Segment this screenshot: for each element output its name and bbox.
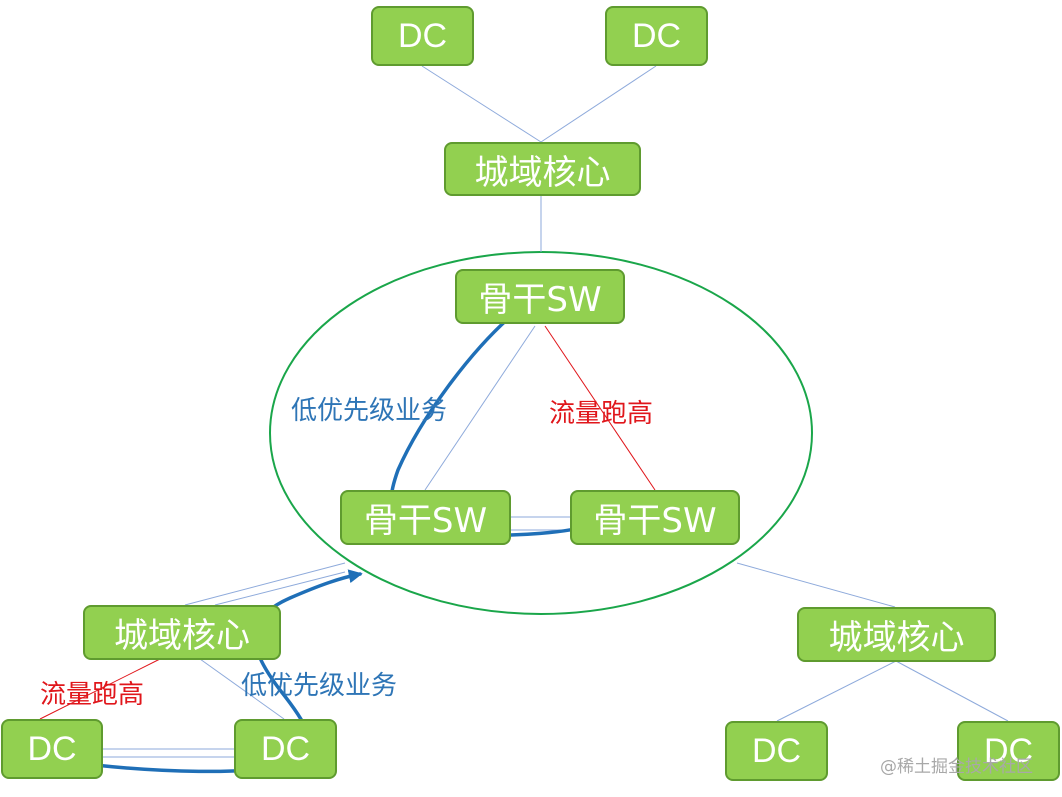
core-left: 城域核心 [83, 605, 281, 660]
link-core-right-ring [736, 562, 896, 608]
dc-bottom-left-2: DC [234, 719, 337, 779]
link-dc-top-right-core [540, 65, 657, 143]
dc-bottom-right-1: DC [725, 721, 828, 781]
label-traffic-high-left: 流量跑高 [40, 680, 145, 710]
links [102, 65, 1009, 758]
link-core-right-dc1 [776, 660, 897, 722]
core-right: 城域核心 [797, 607, 996, 662]
backbone-sw-right: 骨干SW [570, 490, 740, 545]
link-backbone-top-left [424, 325, 536, 491]
link-core-left-ring-2 [214, 571, 346, 606]
backbone-sw-top: 骨干SW [455, 269, 625, 324]
watermark: @稀土掘金技术社区 [880, 757, 1033, 777]
hot-links [39, 325, 656, 720]
dc-top-left: DC [371, 6, 474, 66]
backbone-sw-left: 骨干SW [340, 490, 511, 545]
dc-bottom-left-1: DC [1, 719, 103, 779]
link-dc-top-left-core [421, 65, 542, 143]
label-low-priority-left: 低优先级业务 [241, 671, 398, 701]
label-low-priority-backbone: 低优先级业务 [291, 396, 448, 426]
dc-top-right: DC [605, 6, 708, 66]
dc-bottom-right-2: DC [957, 721, 1060, 781]
hot-link-core-left-dc1 [39, 658, 161, 720]
link-core-left-ring-1 [184, 562, 346, 606]
core-top: 城域核心 [444, 142, 641, 196]
hot-link-backbone-top-right [544, 325, 656, 491]
link-core-right-dc2 [895, 660, 1009, 722]
link-core-left-dc2 [199, 658, 285, 720]
label-traffic-high-backbone: 流量跑高 [549, 399, 654, 429]
flow-left-path [93, 569, 363, 774]
